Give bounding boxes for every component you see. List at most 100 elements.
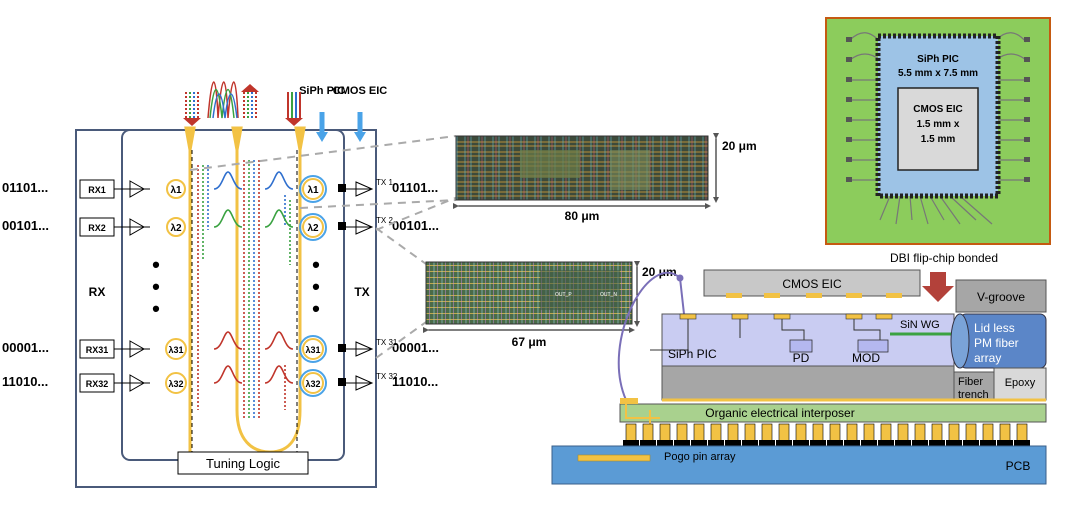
pogo-pin-base (742, 440, 758, 446)
pogo-pin-base (691, 440, 707, 446)
pcb-block (551, 445, 1047, 485)
siph-pic-label: SiPh PIC (299, 85, 345, 97)
rx-ring-icon (166, 217, 186, 237)
pogo-pin-base (827, 440, 843, 446)
xs-cmos-eic: CMOS EIC (782, 277, 842, 291)
system-diagram: SiPh PIC CMOS EIC (2, 81, 439, 488)
tx-bits: 00001... (392, 340, 439, 355)
svg-text:•: • (312, 296, 320, 321)
svg-text:•: • (152, 296, 160, 321)
pogo-pin-base (912, 440, 928, 446)
pogo-pin-base (1014, 440, 1030, 446)
xs-v-groove: V-groove (977, 290, 1025, 304)
cmos-arrow-head (354, 132, 366, 142)
wdm-input-arrows (183, 81, 303, 126)
pogo-pin-base (674, 440, 690, 446)
tx-box-label: TX 32 (376, 372, 398, 381)
layout-micrographs: 20 μm 80 μm OUT_P OUT_N 20 μm 67 μm (189, 133, 757, 359)
rx-box-label: RX2 (88, 223, 106, 233)
bottom-layout-width: 67 μm (512, 335, 547, 349)
ellipsis-dots: • • • • • • (152, 252, 320, 321)
tx-lambda: λ2 (307, 223, 319, 234)
tx-lambda: λ31 (305, 345, 320, 355)
rx-amplifier-icon (129, 180, 146, 198)
tx-ring-icon (302, 178, 324, 200)
xs-fiber-trench-1: Fiber (958, 376, 983, 388)
svg-text:•: • (152, 274, 160, 299)
tx-box-label: TX 1 (376, 178, 393, 187)
cmos-eic-block (703, 269, 921, 297)
xs-pcb: PCB (1006, 459, 1031, 473)
top-layout-image (455, 135, 709, 201)
rx-box-label: RX32 (86, 379, 109, 389)
tx-box-label: TX 2 (376, 216, 393, 225)
rx-lambda: λ32 (168, 379, 183, 389)
pkg-pic-size: 5.5 mm x 7.5 mm (898, 68, 978, 79)
pic-substrate (661, 365, 955, 401)
rx-ring-icon (165, 338, 187, 360)
tx-lambda: λ1 (307, 185, 319, 196)
wire-bond (617, 271, 685, 401)
pogo-pin-base (793, 440, 809, 446)
tx-ring-icon (302, 216, 324, 238)
tx-lambda: λ32 (305, 379, 320, 389)
rx-ring-icon (165, 372, 187, 394)
rx-box-label: RX1 (88, 185, 106, 195)
xs-siph-pic: SiPh PIC (668, 347, 717, 361)
tuning-logic-box (177, 451, 309, 475)
xs-lidless-3: array (974, 351, 1001, 365)
xs-interposer: Organic electrical interposer (705, 406, 854, 420)
tx-section-label: TX (354, 285, 369, 299)
cmos-eic-label: CMOS EIC (333, 85, 387, 97)
bottom-layout-height: 20 μm (642, 265, 677, 279)
pkg-eic-size-2: 1.5 mm (921, 134, 956, 145)
top-layout-width: 80 μm (565, 209, 600, 223)
xs-fiber-trench-2: trench (958, 389, 989, 401)
pogo-pins (623, 423, 1030, 446)
out-n-tag: OUT_N (600, 292, 617, 298)
rx-bits: 00001... (2, 340, 49, 355)
xs-lidless-1: Lid less (974, 321, 1015, 335)
tx-driver-icon (355, 341, 374, 357)
pogo-pin-base (657, 440, 673, 446)
pogo-pin-base (997, 440, 1013, 446)
pogo-pin-base (963, 440, 979, 446)
top-layout-height: 20 μm (722, 139, 757, 153)
tx-driver-icon (355, 181, 374, 197)
pkg-pic-title: SiPh PIC (917, 54, 959, 65)
pogo-pin-base (759, 440, 775, 446)
siph-arrow-head (316, 132, 328, 142)
tx-box-label: TX 31 (376, 338, 398, 347)
xs-pogo: Pogo pin array (664, 451, 736, 463)
rx-lambda: λ1 (170, 185, 182, 196)
flip-chip-caption: DBI flip-chip bonded (890, 251, 998, 265)
rx-lambda: λ31 (168, 345, 183, 355)
svg-text:•: • (152, 252, 160, 277)
xs-sin-wg: SiN WG (900, 319, 940, 331)
pkg-eic-size-1: 1.5 mm x (917, 119, 960, 130)
epoxy-block (993, 367, 1047, 401)
rx-amplifier-icon (129, 340, 146, 358)
cmos-eic-die (897, 87, 979, 171)
rx-ring-icon (166, 179, 186, 199)
svg-text:•: • (312, 252, 320, 277)
package-top-view: SiPh PIC 5.5 mm x 7.5 mm CMOS EIC 1.5 mm… (825, 17, 1051, 265)
tx-bits: 11010... (392, 374, 438, 389)
xs-lidless-2: PM fiber (974, 336, 1019, 350)
pogo-pin-base (640, 440, 656, 446)
xs-mod: MOD (852, 351, 880, 365)
pogo-pin-base (946, 440, 962, 446)
rx-bits: 11010... (2, 374, 48, 389)
interposer-block (619, 403, 1047, 423)
rx-lambda: λ2 (170, 223, 182, 234)
fiber-trench (953, 371, 995, 401)
tx-ring-icon (302, 338, 324, 360)
tx-driver-icon (355, 375, 374, 391)
pogo-pin-base (929, 440, 945, 446)
pogo-pin-base (708, 440, 724, 446)
xs-pd: PD (793, 351, 810, 365)
rx-row-1: 01101... RX1 λ1 λ1 TX 1 01101... (2, 171, 438, 203)
out-p-tag: OUT_P (555, 292, 572, 298)
pogo-pin-base (810, 440, 826, 446)
